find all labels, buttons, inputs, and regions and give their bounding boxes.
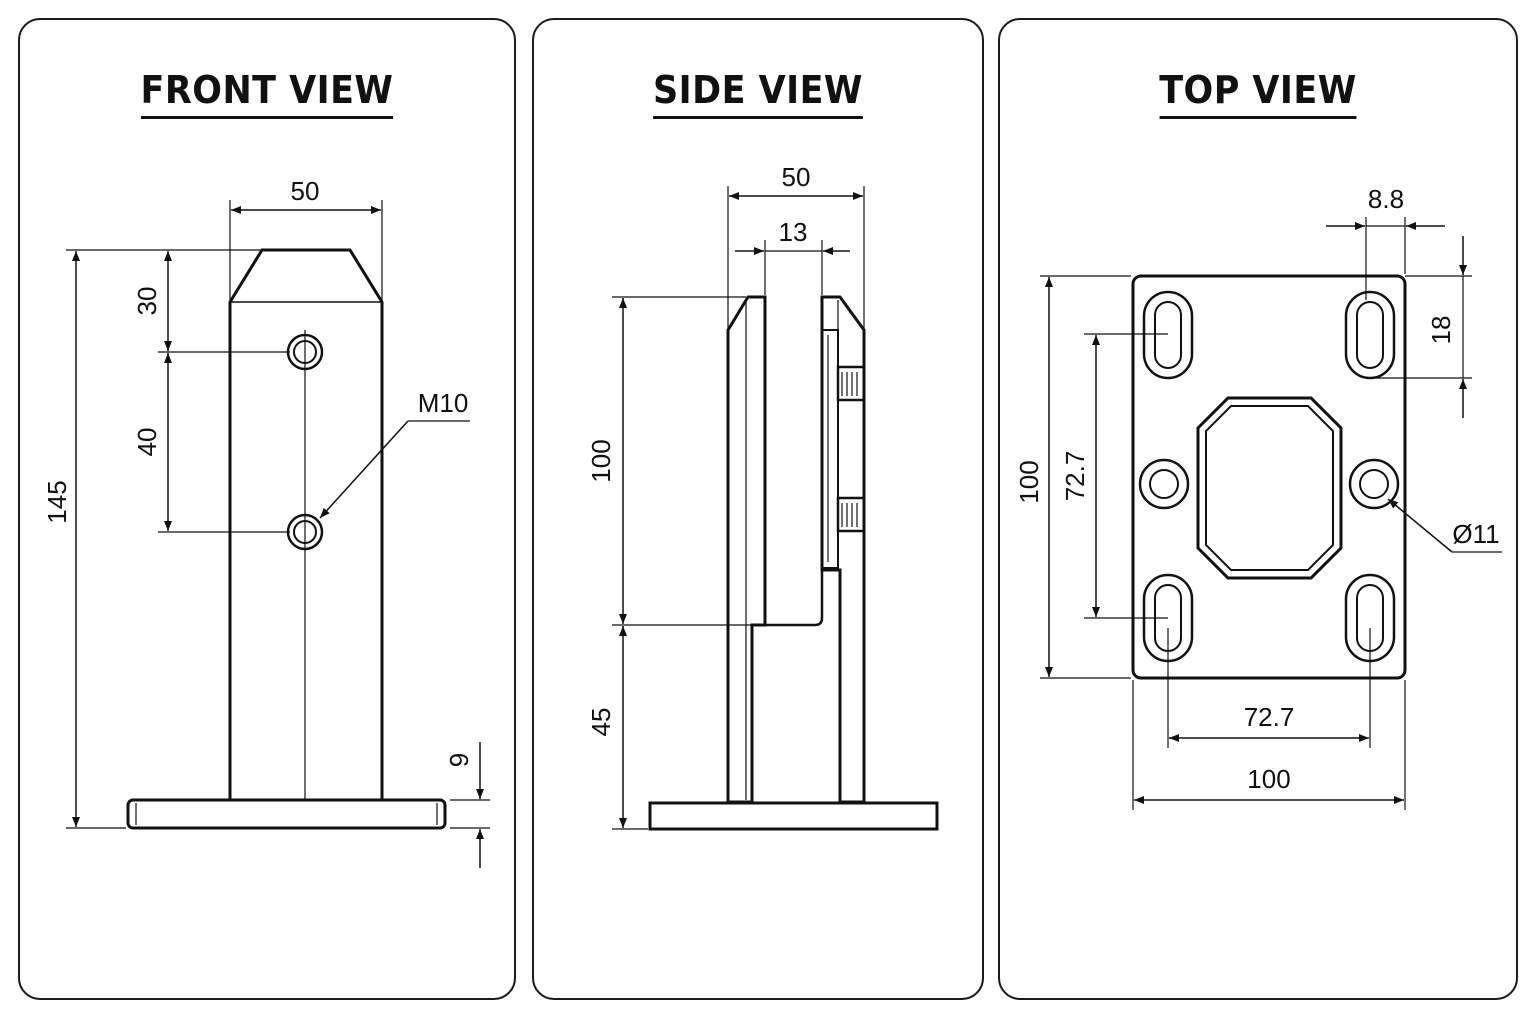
front-post-outline bbox=[228, 248, 384, 800]
side-screw-lower bbox=[836, 496, 866, 533]
side-gasket bbox=[821, 329, 839, 569]
side-dim-gap: 13 bbox=[779, 217, 808, 247]
front-view-drawing: 50 145 30 40 M10 9 bbox=[42, 176, 490, 868]
top-hole-diameter-label: Ø11 bbox=[1452, 519, 1499, 549]
top-base-plate bbox=[1131, 274, 1407, 680]
top-hole-left bbox=[1138, 458, 1190, 510]
side-dim-width: 50 bbox=[782, 162, 811, 192]
side-glass-channel bbox=[765, 570, 824, 627]
side-dim-lower: 45 bbox=[586, 708, 616, 737]
side-view-title: SIDE VIEW bbox=[552, 68, 964, 119]
side-screw-upper bbox=[836, 365, 866, 402]
front-dim-top: 30 bbox=[132, 287, 162, 316]
top-post-octagon-inner bbox=[1205, 405, 1334, 571]
top-dim-hole-vertical: 72.7 bbox=[1060, 451, 1090, 502]
side-view-drawing: 50 13 100 45 bbox=[586, 162, 939, 831]
front-thread-label: M10 bbox=[418, 388, 469, 418]
top-view-title: TOP VIEW bbox=[1021, 68, 1496, 119]
front-dim-height: 145 bbox=[42, 480, 72, 523]
top-view-drawing: 8.8 18 100 72.7 72.7 100 Ø11 bbox=[1014, 184, 1502, 810]
top-dim-plate-width: 100 bbox=[1247, 764, 1290, 794]
top-dim-slot: 8.8 bbox=[1368, 184, 1404, 214]
side-view-panel: SIDE VIEW bbox=[532, 18, 984, 1000]
top-dim-slot-length: 18 bbox=[1426, 316, 1456, 345]
top-dim-plate-height: 100 bbox=[1014, 460, 1044, 503]
top-slot-top-left bbox=[1142, 290, 1194, 380]
top-dim-hole-horizontal: 72.7 bbox=[1244, 702, 1295, 732]
top-view-panel: TOP VIEW bbox=[998, 18, 1518, 1000]
front-dim-spacing: 40 bbox=[132, 428, 162, 457]
front-view-title: FRONT VIEW bbox=[40, 68, 494, 119]
front-base-plate bbox=[126, 798, 447, 830]
top-hole-right bbox=[1348, 458, 1400, 510]
front-dim-base: 9 bbox=[444, 753, 474, 767]
top-slot-top-right bbox=[1344, 290, 1396, 380]
side-base-plate bbox=[648, 801, 939, 831]
front-dim-width: 50 bbox=[291, 176, 320, 206]
side-dim-clamp: 100 bbox=[586, 439, 616, 482]
side-post-left bbox=[726, 295, 767, 804]
front-view-panel: FRONT VIEW bbox=[18, 18, 516, 1000]
top-post-octagon-outer bbox=[1196, 396, 1343, 580]
